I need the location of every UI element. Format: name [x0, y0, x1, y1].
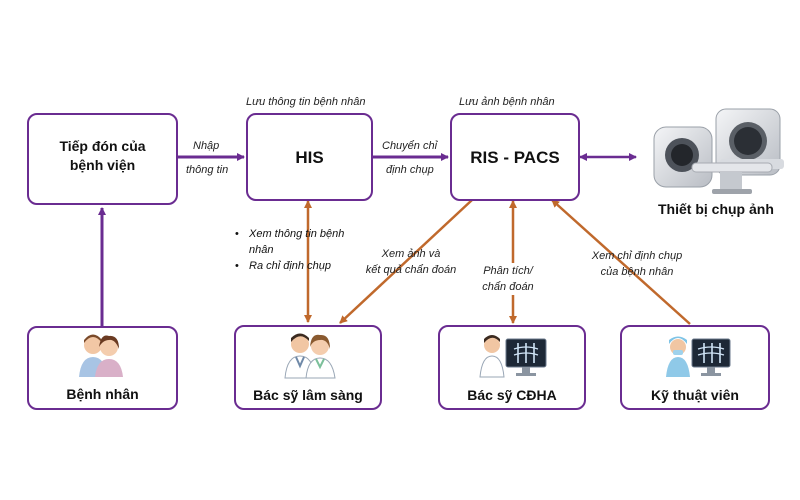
doctors-icon [284, 333, 336, 379]
patient-node: Bệnh nhân [27, 326, 178, 410]
ris-pacs-node: RIS - PACS [450, 113, 580, 201]
arrow-ris-to-clinician [339, 199, 473, 324]
radiologist-icon [479, 335, 547, 378]
clinician-actions-list: Xem thông tin bệnh nhân Ra chỉ định chụp [235, 226, 345, 274]
reception-node: Tiếp đón của bệnh viện [27, 113, 178, 205]
transfer-label-line1: Chuyển chỉ [382, 140, 438, 152]
clinician-node: Bác sỹ lâm sàng [234, 325, 382, 410]
his-node: HIS [246, 113, 373, 201]
clinician-title: Bác sỹ lâm sàng [253, 387, 363, 403]
equipment-label: Thiết bị chụp ảnh [658, 201, 774, 217]
transfer-label-line2: định chụp [386, 164, 434, 176]
input-label-line1: Nhập [193, 140, 220, 152]
clinician-action-item: Xem thông tin bệnh nhân [235, 226, 345, 258]
analysis-label: Phân tích/ chẩn đoán [478, 263, 538, 295]
clinician-action-item: Ra chỉ định chụp [235, 258, 345, 274]
arrow-technician-to-ris [551, 199, 691, 325]
patients-icon [79, 334, 123, 377]
patient-title: Bệnh nhân [66, 386, 139, 402]
radiologist-title: Bác sỹ CĐHA [467, 387, 557, 403]
radiologist-node: Bác sỹ CĐHA [438, 325, 586, 410]
technician-node: Kỹ thuật viên [620, 325, 770, 410]
imaging-equipment-icon [653, 108, 784, 194]
view-results-label: Xem ảnh và kết quả chẩn đoán [365, 248, 457, 276]
view-order-label: Xem chỉ định chụp của bệnh nhân [591, 250, 683, 278]
his-title: HIS [295, 148, 324, 167]
reception-title: Tiếp đón của bệnh viện [59, 138, 146, 173]
his-top-label: Lưu thông tin bệnh nhân [246, 96, 366, 108]
ris-pacs-title: RIS - PACS [470, 148, 560, 167]
input-label-line2: thông tin [186, 164, 229, 176]
ris-top-label: Lưu ảnh bệnh nhân [459, 96, 555, 108]
technician-title: Kỹ thuật viên [651, 387, 739, 403]
technician-icon [666, 336, 731, 377]
